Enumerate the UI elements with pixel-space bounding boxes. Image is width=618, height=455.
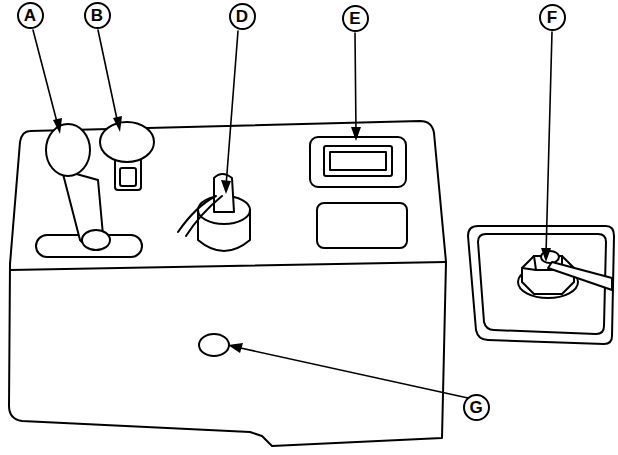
remote-plate	[468, 226, 614, 344]
callout-circle: A	[17, 2, 44, 29]
remote-plate-inner	[478, 234, 606, 334]
callout-circle: E	[342, 5, 369, 32]
callout-letter: D	[236, 8, 248, 25]
display-window	[324, 146, 392, 176]
display-bezel	[310, 137, 406, 187]
callout-letter: B	[91, 7, 103, 24]
callout-letter: E	[349, 10, 360, 27]
lever-base	[82, 230, 110, 250]
callout-letter: A	[24, 7, 36, 24]
display-screen	[330, 152, 386, 170]
callout-letter: F	[547, 9, 557, 26]
callout-circle: F	[539, 4, 566, 31]
callout-circle: G	[463, 394, 490, 421]
indicator-light	[199, 334, 229, 356]
key	[214, 174, 234, 212]
lever-knob	[46, 124, 90, 176]
callout-circle: D	[229, 3, 256, 30]
blank-plate	[317, 203, 407, 248]
callout-circle: B	[84, 2, 111, 29]
mushroom-button	[100, 122, 154, 162]
callout-letter: G	[469, 399, 482, 416]
leader-arrowheads	[53, 116, 551, 353]
housing-edge	[10, 262, 446, 270]
toggle-lever	[548, 262, 612, 290]
leader-lines	[33, 30, 552, 398]
button-stem-inner	[120, 168, 136, 186]
key-ring	[178, 196, 222, 236]
